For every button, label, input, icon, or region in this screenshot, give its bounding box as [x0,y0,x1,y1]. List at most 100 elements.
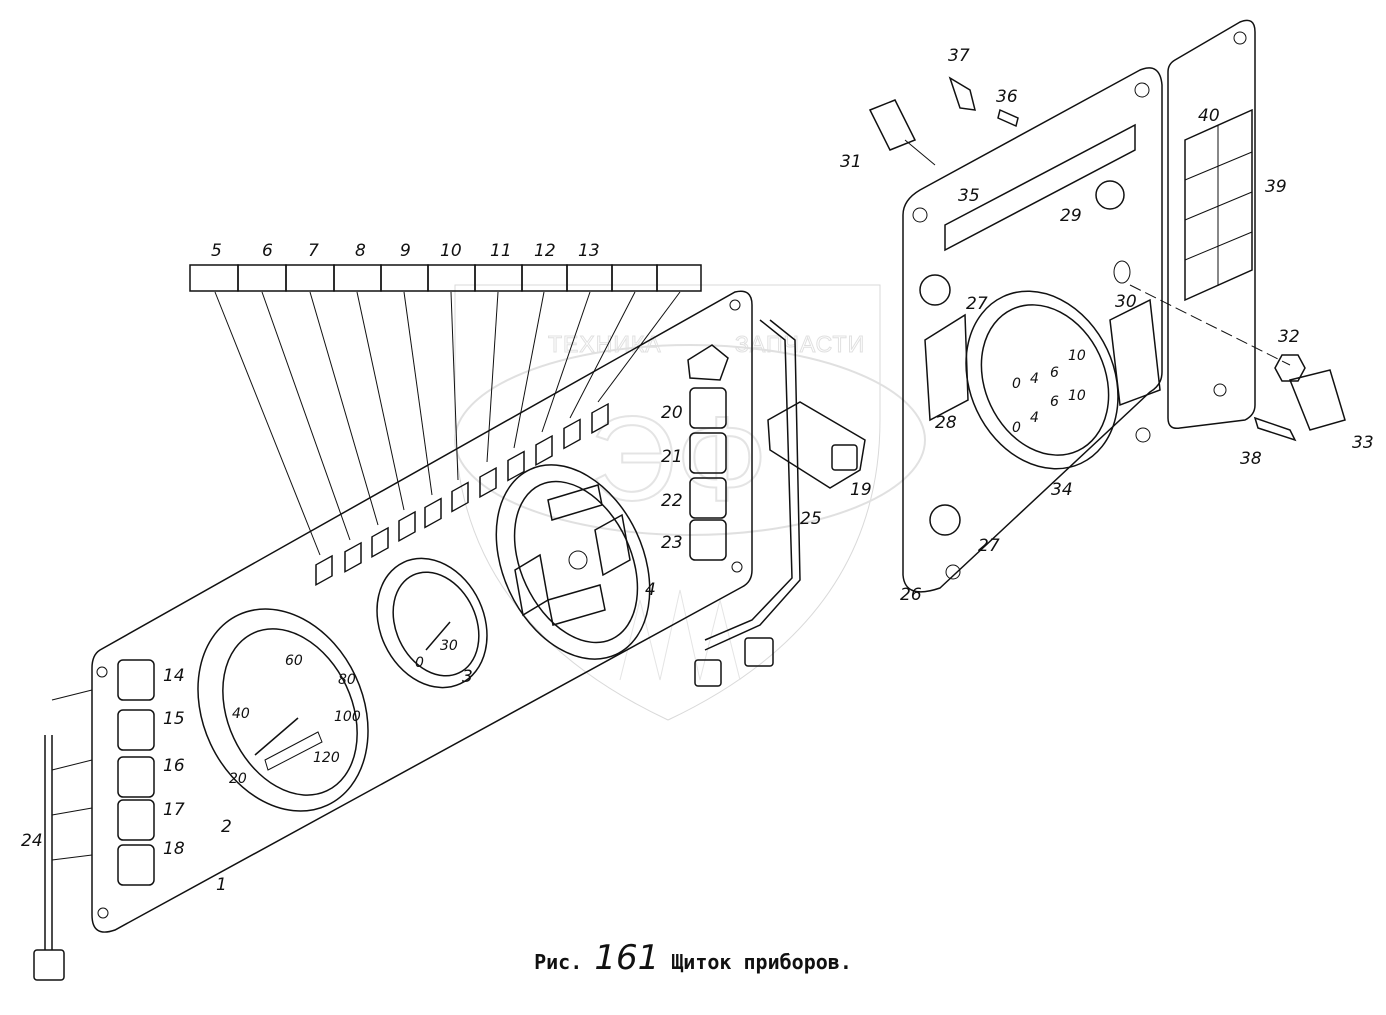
combination-gauge-bezel [495,464,651,660]
switch-15 [117,709,155,751]
harness-connector [694,659,722,687]
gauge-34-upper-label: 6 [1050,365,1059,381]
watermark-wheat [619,589,741,681]
lamp-window [344,541,362,573]
switch-17 [117,799,155,841]
callout-23: 23 [661,533,683,553]
symbol-plate [1167,19,1256,430]
callout-5: 5 [211,241,222,261]
callout-30: 30 [1115,292,1137,312]
lamp-window [451,481,469,513]
lens-13b [611,264,658,292]
gauge-34-upper-label: 10 [1068,348,1086,364]
panel-hole [729,299,741,311]
fuse-plug [687,344,729,381]
callout-19: 19 [850,480,872,500]
callout-21: 21 [661,447,683,467]
lamp-window [535,434,553,467]
small-parts [868,76,1346,442]
callout-10: 10 [440,241,462,261]
lens-7 [285,264,335,292]
lens-13a [566,264,613,292]
callout-35: 35 [958,186,980,206]
leader-line [569,291,636,419]
panel-hole [912,207,928,223]
screw-38 [1253,416,1297,442]
leader-line [214,291,321,556]
callout-4: 4 [645,580,656,600]
callout-34: 34 [1051,480,1073,500]
speedometer-label: 20 [229,771,247,787]
callout-40: 40 [1198,106,1220,126]
callout-39: 39 [1265,177,1287,197]
callout-24: 24 [21,831,43,851]
panel-hole [96,666,108,678]
combination-gauge [495,464,651,660]
panel-hole [945,564,961,580]
lamp-socket-31-pin [904,139,936,166]
callout-36: 36 [996,87,1018,107]
lamp-window [507,450,525,482]
callout-29: 29 [1060,206,1082,226]
indicator-strip-35 [944,123,1136,252]
auxiliary-panel: 0 4 6 10 0 4 6 10 [902,67,1163,593]
harness-connector [33,949,65,981]
leader-line [261,291,351,541]
switch-18 [117,844,155,886]
callout-6: 6 [262,241,273,261]
lens-10 [427,264,476,292]
lens-8 [333,264,382,292]
callout-1: 1 [216,875,227,895]
leader-line [309,291,379,526]
callout-3: 3 [462,667,473,687]
speedometer-label: 80 [338,672,356,688]
auxiliary-panel-outline [902,67,1163,593]
combination-gauge-center [568,550,588,570]
callout-32: 32 [1278,327,1300,347]
speedometer: 20 40 60 80 100 120 [197,608,369,812]
main-panel: 20 40 60 80 100 120 0 30 [91,290,753,933]
gauge-34-face [980,304,1110,456]
watermark-shield [454,284,881,721]
leader-lines [214,291,681,556]
callout-22: 22 [661,491,683,511]
symbol-grid-40 [1184,108,1253,302]
speedometer-label: 120 [313,750,340,766]
main-panel-outline [91,290,753,933]
tachometer: 0 30 [376,557,488,689]
switch-21 [689,432,727,474]
harness-connector [744,637,774,667]
callout-15: 15 [163,709,185,729]
harness-cable [704,319,801,651]
speedometer-needle [254,717,299,756]
leader-line [356,291,405,511]
lens-5 [189,264,239,292]
gauge-34-bezel [965,290,1119,470]
bulb-36 [997,108,1019,128]
leader-line [403,291,433,496]
lens-6 [237,264,287,292]
gauge-34-upper-label: 4 [1030,371,1039,387]
callout-9: 9 [400,241,411,261]
switch-14 [117,659,155,701]
harness-branch [51,689,93,861]
callout-27-bottom: 27 [978,536,1000,556]
gauge-window [594,513,631,577]
lens-11 [474,264,523,292]
wire-harness-24 [33,689,93,981]
callout-labels: 1 2 3 4 5 6 7 8 9 10 11 12 13 14 15 16 1… [21,46,1374,895]
gauge-34-lower-label: 6 [1050,394,1059,410]
tachometer-face [392,571,480,677]
nut-32 [1274,354,1306,382]
switch-20 [689,387,727,429]
lamp-window [398,510,416,542]
lens-12 [521,264,568,292]
callout-26: 26 [900,585,922,605]
indicator-hole [1113,260,1131,284]
callout-38: 38 [1240,449,1262,469]
switch-19 [767,401,866,489]
lamp-window [479,466,497,499]
symbol-plate-outline [1167,19,1256,430]
lens-13c [656,264,702,292]
